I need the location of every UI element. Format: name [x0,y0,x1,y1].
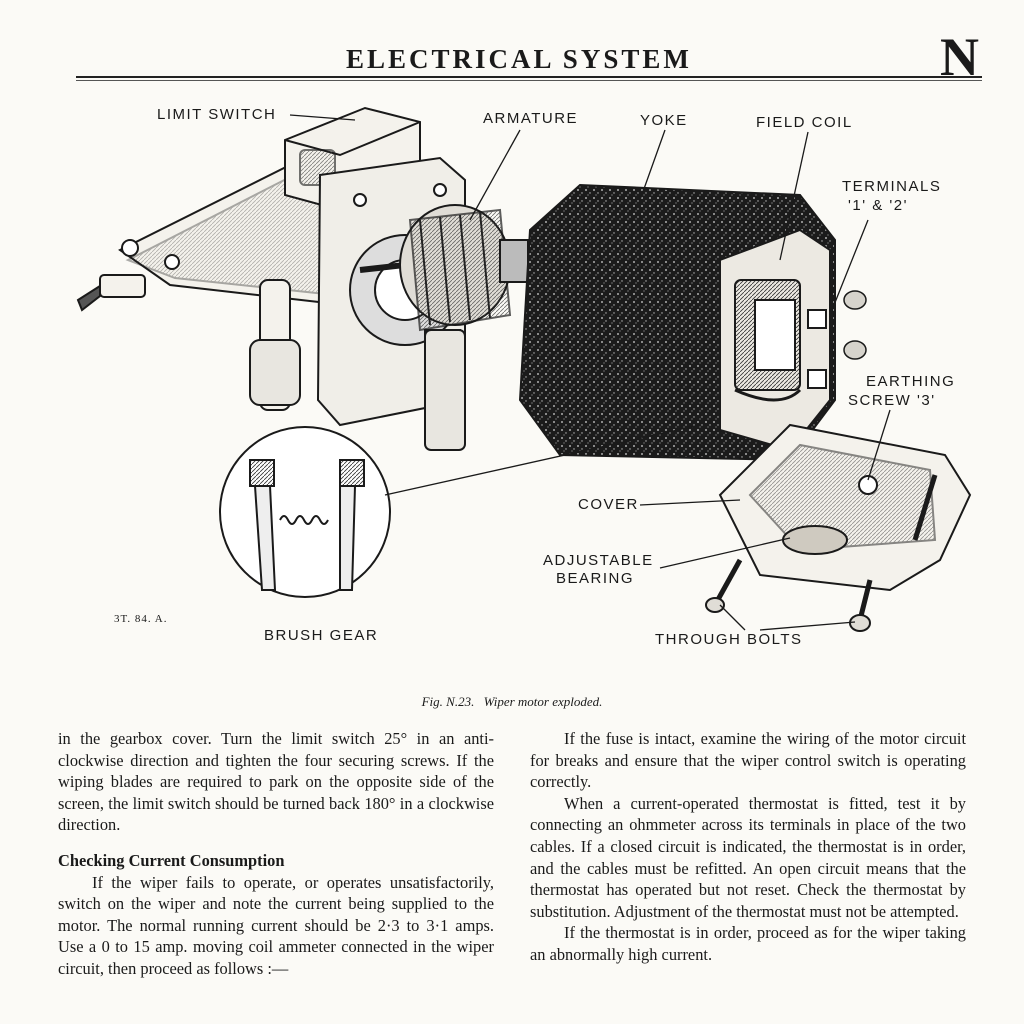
right-paragraph-2: When a current-operated thermostat is fi… [530,793,966,921]
label-bearing: BEARING [556,570,635,587]
right-paragraph-1: If the fuse is intact, examine the wirin… [530,729,966,792]
page-title: ELECTRICAL SYSTEM [346,44,692,74]
leader-lines [289,114,891,631]
left-column: in the gearbox cover. Turn the limit swi… [58,728,494,980]
through-bolts-part [705,558,873,632]
label-limit-switch: LIMIT SWITCH [157,106,277,123]
label-through-bolts: THROUGH BOLTS [655,631,803,648]
left-paragraph-1: in the gearbox cover. Turn the limit swi… [58,729,494,835]
section-letter: N [940,27,979,87]
brush-gear-inset [219,426,391,598]
section-heading: Checking Current Consumption [58,850,285,870]
caption-number: Fig. N.23. [421,694,475,709]
terminal-screws [843,290,867,360]
yoke-part [518,183,836,462]
figure-caption: Fig. N.23. Wiper motor exploded. [0,694,1024,710]
caption-text: Wiper motor exploded. [483,694,603,709]
label-field-coil: FIELD COIL [756,114,853,131]
label-earthing-screw: SCREW '3' [848,392,936,409]
label-yoke: YOKE [640,112,688,129]
label-brush-gear: BRUSH GEAR [264,627,379,644]
label-earthing: EARTHING [866,373,956,390]
header-rule [76,76,982,78]
figure-reference: 3T. 84. A. [114,613,168,625]
label-terminals-numbers: '1' & '2' [848,197,908,214]
cover-part [718,423,972,592]
right-column: If the fuse is intact, examine the wirin… [530,728,966,966]
wiper-motor-exploded-diagram: LIMIT SWITCH ARMATURE YOKE FIELD COIL TE… [0,100,1024,660]
label-cover: COVER [578,496,639,513]
armature-part [359,204,541,332]
header-rule-thin [76,80,982,81]
left-paragraph-2: If the wiper fails to operate, or operat… [58,872,494,978]
gearbox-housing [76,158,346,411]
page-header: ELECTRICAL SYSTEM N [0,0,1024,110]
label-adjustable: ADJUSTABLE [543,552,654,569]
label-terminals: TERMINALS [842,178,942,195]
right-paragraph-3: If the thermostat is in order, proceed a… [530,923,966,964]
label-armature: ARMATURE [483,110,579,127]
diagram-illustration [76,106,972,632]
